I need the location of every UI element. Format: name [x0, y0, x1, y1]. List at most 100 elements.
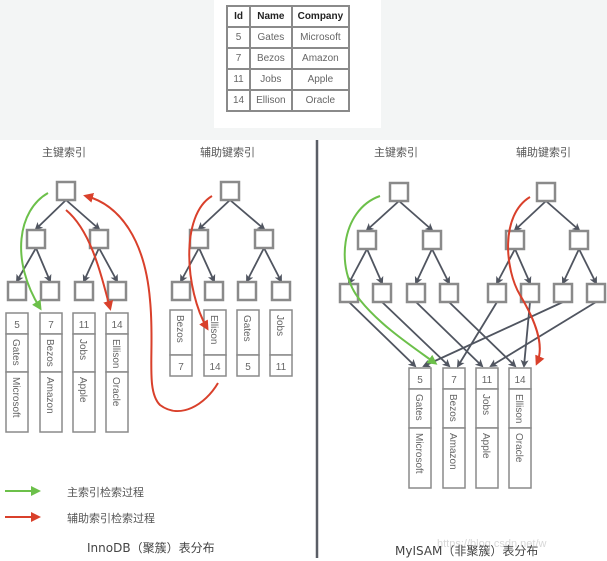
header-company: Company [290, 5, 351, 28]
index-node [405, 282, 427, 304]
table-row: 11 Jobs Apple [225, 68, 351, 91]
record-name: Gates [241, 315, 252, 342]
index-node [371, 282, 393, 304]
index-node [388, 181, 410, 203]
innodb-secondary-label: 辅助键索引 [200, 145, 255, 159]
innodb-caption: InnoDB（聚簇）表分布 [87, 540, 215, 555]
cell-company: Microsoft [290, 26, 351, 49]
record-name: Jobs [274, 315, 285, 336]
myisam-secondary-search-path [507, 196, 545, 366]
tree-edge [366, 248, 384, 285]
record-id: 7 [48, 320, 54, 331]
record-company-cell [442, 427, 466, 489]
innodb-lookup-back-path [83, 192, 219, 412]
record-id: 5 [14, 320, 20, 331]
record-id: 14 [209, 362, 221, 373]
tree-edges [16, 199, 597, 368]
data-records: 5GatesMicrosoft7BezosAmazon11JobsApple14… [5, 309, 532, 489]
innodb-secondary-record: Ellison 14 [203, 309, 227, 377]
index-node [219, 180, 241, 202]
tree-edge [198, 247, 216, 283]
tree-edge [197, 199, 231, 231]
record-company: Oracle [513, 433, 524, 463]
tree-edge [414, 248, 433, 285]
record-name: Ellison [208, 315, 219, 344]
tree-edge [16, 247, 37, 283]
record-name: Jobs [480, 394, 491, 415]
header-id: Id [225, 5, 252, 28]
index-node [270, 280, 292, 302]
index-node [535, 181, 557, 203]
index-node [504, 229, 526, 251]
tree-edge [422, 301, 564, 368]
cell-company: Oracle [290, 89, 351, 112]
cell-id: 11 [225, 68, 252, 91]
index-node [6, 280, 28, 302]
tree-edge [448, 301, 517, 368]
index-node [170, 280, 192, 302]
index-node [438, 282, 460, 304]
myisam-secondary-label: 辅助键索引 [516, 145, 571, 159]
cell-name: Gates [249, 26, 293, 49]
record-company: Oracle [110, 377, 121, 407]
record-company-cell [508, 427, 532, 489]
tree-edge [496, 248, 516, 285]
tree-edge [514, 248, 532, 285]
innodb-primary-descent-path [65, 209, 114, 311]
tree-edge [545, 200, 581, 232]
record-id-cell [236, 354, 260, 377]
index-node [203, 280, 225, 302]
index-node [55, 180, 77, 202]
tree-edge [229, 199, 266, 231]
record-company-cell [5, 371, 29, 433]
record-id: 14 [514, 375, 526, 386]
table-row: 7 Bezos Amazon [225, 47, 351, 70]
record-name: Bezos [447, 394, 458, 422]
record-id: 11 [482, 375, 493, 386]
index-node [253, 228, 275, 250]
myisam-caption: MyISAM（非聚簇）表分布 [395, 543, 538, 558]
tree-edge [263, 247, 282, 283]
record-company: Apple [77, 377, 88, 403]
record-company: Amazon [447, 433, 458, 470]
tree-edge [578, 248, 597, 285]
tree-edge [431, 248, 450, 285]
record-company-cell [475, 427, 499, 489]
tree-edge [456, 301, 498, 368]
index-node [106, 280, 128, 302]
record-company: Microsoft [413, 433, 424, 474]
index-node [585, 282, 607, 304]
tree-edge [415, 301, 484, 368]
record-name: Gates [413, 394, 424, 421]
innodb-primary-label: 主键索引 [42, 145, 86, 159]
myisam-primary-label: 主键索引 [374, 145, 418, 159]
legend-secondary-label: 辅助索引检索过程 [67, 511, 155, 525]
record-company: Amazon [44, 377, 55, 414]
cell-name: Bezos [249, 47, 293, 70]
index-node [188, 228, 210, 250]
tree-edge [513, 200, 547, 232]
record-company-cell [408, 427, 432, 489]
tree-edge [35, 247, 52, 283]
record-company-cell [39, 371, 63, 433]
cell-company: Amazon [290, 47, 351, 70]
index-node [25, 228, 47, 250]
record-id: 11 [79, 320, 90, 331]
record-id: 7 [178, 362, 184, 373]
cell-id: 7 [225, 47, 252, 70]
watermark: https://blog.csdn.net/w [437, 538, 547, 550]
tree-edge [65, 199, 101, 231]
table-row: 14 Ellison Oracle [225, 89, 351, 112]
record-company-cell [72, 371, 96, 433]
record-id-cell [169, 354, 193, 377]
header-name: Name [249, 5, 293, 28]
tree-edge [489, 301, 597, 368]
cell-name: Ellison [249, 89, 293, 112]
record-id: 14 [111, 320, 123, 331]
